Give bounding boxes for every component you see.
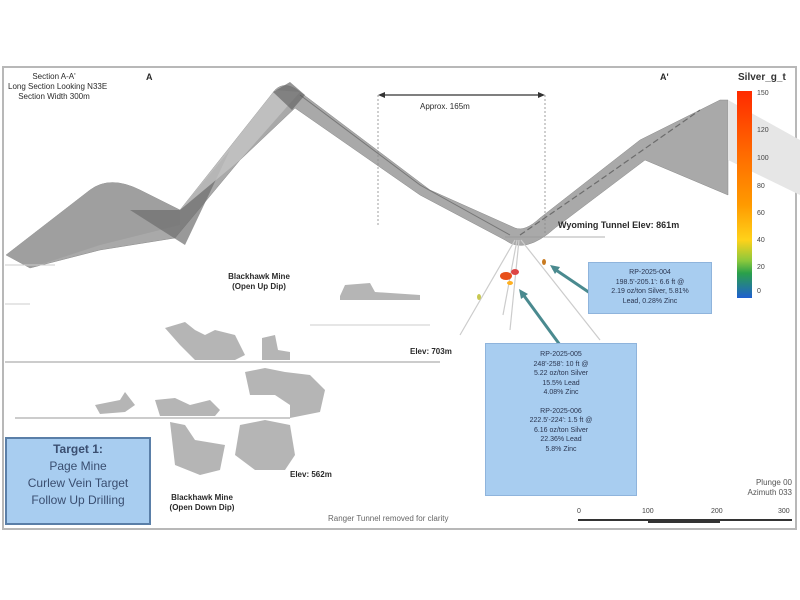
legend-tick: 60 (757, 210, 765, 217)
plunge-label: Plunge 00 (755, 478, 792, 487)
ranger-tunnel-note: Ranger Tunnel removed for clarity (328, 514, 449, 523)
legend-title: Silver_g_t (738, 72, 786, 83)
elev-703-label: Elev: 703m (410, 347, 452, 356)
callout-rp-2025-005-006: RP-2025-005 248'-258': 10 ft @ 5.22 oz/t… (485, 343, 637, 496)
orientation-info: Plunge 00 Azimuth 033 (728, 478, 792, 498)
section-width: Section Width 300m (18, 92, 90, 101)
section-marker-a: A (146, 72, 153, 82)
blackhawk-down-dip-label: Blackhawk Mine (Open Down Dip) (169, 493, 235, 512)
legend-tick: 0 (757, 288, 761, 295)
legend-tick: 20 (757, 264, 765, 271)
wyoming-tunnel-label: Wyoming Tunnel Elev: 861m (558, 220, 680, 230)
section-title: Section A-A' (32, 72, 76, 81)
legend-tick: 40 (757, 237, 765, 244)
legend-tick: 150 (757, 90, 769, 97)
legend-tick: 120 (757, 127, 769, 134)
section-marker-a-prime: A' (660, 72, 669, 82)
target-box: Target 1: Page Mine Curlew Vein Target F… (5, 437, 151, 525)
measurement-label: Approx. 165m (420, 102, 470, 111)
blackhawk-up-dip-label: Blackhawk Mine (Open Up Dip) (228, 272, 290, 291)
legend-tick: 100 (757, 155, 769, 162)
silver-color-bar (737, 91, 752, 298)
scale-tick: 200 (711, 508, 723, 515)
callout-rp-2025-005: RP-2025-005 248'-258': 10 ft @ 5.22 oz/t… (533, 351, 589, 396)
legend-tick: 80 (757, 183, 765, 190)
azimuth-label: Azimuth 033 (747, 488, 792, 497)
section-orientation: Long Section Looking N33E (8, 82, 108, 91)
callout-rp-2025-004: RP-2025-004 198.5'-205.1': 6.6 ft @ 2.19… (588, 262, 712, 314)
stope-blackhawk-up (340, 283, 420, 300)
scale-tick: 100 (642, 508, 654, 515)
scale-tick: 300 (778, 508, 790, 515)
elev-562-label: Elev: 562m (290, 470, 332, 479)
section-info: Section A-A' Long Section Looking N33E S… (8, 72, 108, 102)
scale-tick: 0 (577, 508, 581, 515)
callout-rp-2025-006: RP-2025-006 222.5'-224': 1.5 ft @ 6.16 o… (529, 407, 593, 453)
